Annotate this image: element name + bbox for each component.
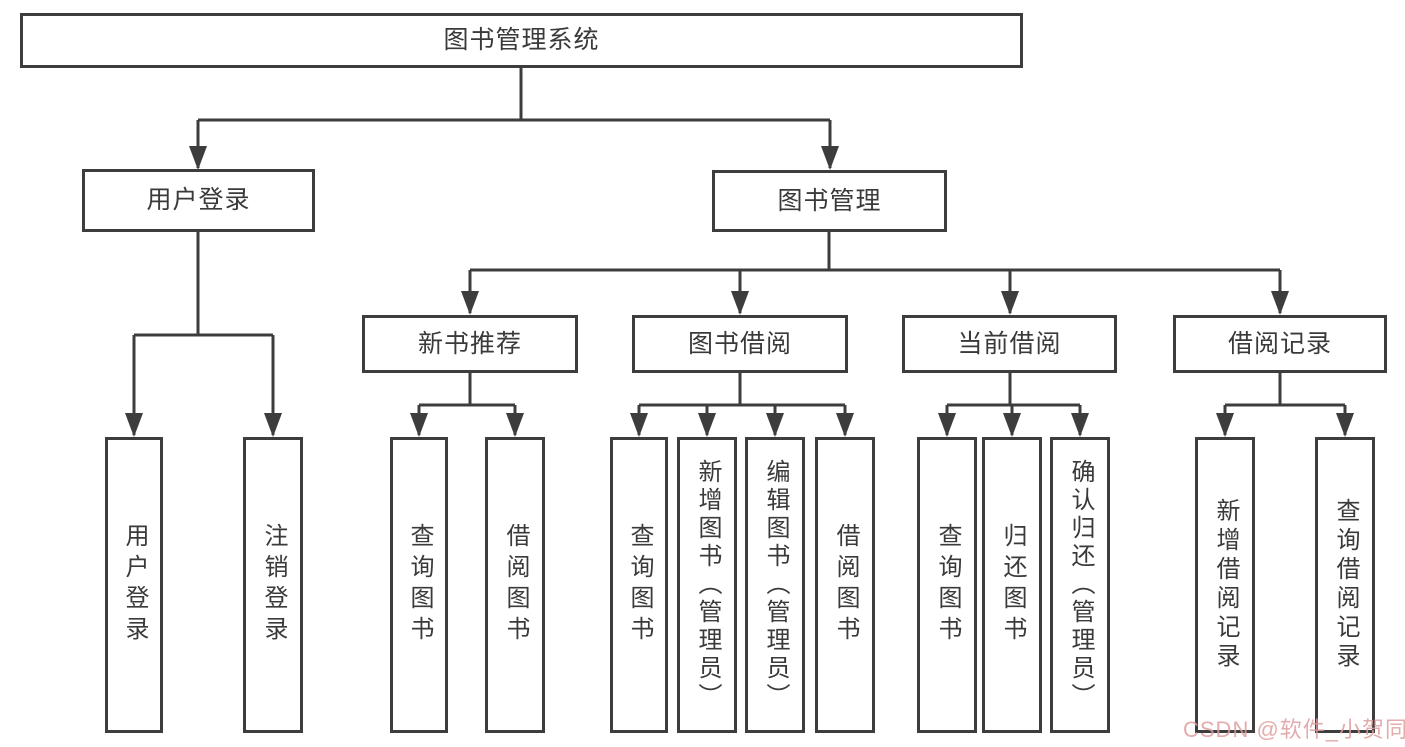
leaf-logout: 注销登录 bbox=[243, 437, 303, 733]
arrow-down-icon bbox=[1336, 413, 1354, 437]
arrow-down-icon bbox=[630, 413, 648, 437]
arrow-down-icon bbox=[125, 413, 143, 437]
leaf-add-book-admin: 新增图书（管理员） bbox=[677, 437, 737, 733]
arrow-down-icon bbox=[836, 413, 854, 437]
node-current-borrow: 当前借阅 bbox=[902, 315, 1117, 373]
leaf-borrow-books-2: 借阅图书 bbox=[815, 437, 875, 733]
leaf-edit-book-admin: 编辑图书（管理员） bbox=[745, 437, 805, 733]
watermark-text: CSDN @软件_小贺同学 bbox=[1183, 717, 1405, 742]
node-user-login: 用户登录 bbox=[82, 169, 315, 232]
arrow-down-icon bbox=[264, 413, 282, 437]
arrow-down-icon bbox=[821, 146, 839, 170]
node-borrow-records: 借阅记录 bbox=[1173, 315, 1387, 373]
node-root: 图书管理系统 bbox=[20, 13, 1023, 68]
arrow-down-icon bbox=[698, 413, 716, 437]
leaf-borrow-books-1: 借阅图书 bbox=[485, 437, 545, 733]
leaf-confirm-return-admin: 确认归还（管理员） bbox=[1050, 437, 1110, 733]
leaf-return-books: 归还图书 bbox=[982, 437, 1042, 733]
arrow-down-icon bbox=[766, 413, 784, 437]
leaf-query-books-1: 查询图书 bbox=[390, 437, 448, 733]
arrow-down-icon bbox=[731, 291, 749, 315]
arrow-down-icon bbox=[410, 413, 428, 437]
leaf-query-borrow-record: 查询借阅记录 bbox=[1315, 437, 1375, 733]
arrow-down-icon bbox=[1271, 291, 1289, 315]
arrow-down-icon bbox=[1071, 413, 1089, 437]
arrow-down-icon bbox=[189, 146, 207, 170]
leaf-query-books-3: 查询图书 bbox=[917, 437, 977, 733]
leaf-query-books-2: 查询图书 bbox=[610, 437, 668, 733]
node-new-book-recommend: 新书推荐 bbox=[362, 315, 578, 373]
arrow-down-icon bbox=[1001, 291, 1019, 315]
arrow-down-icon bbox=[1216, 413, 1234, 437]
arrow-down-icon bbox=[506, 413, 524, 437]
node-book-management: 图书管理 bbox=[712, 170, 947, 232]
arrow-down-icon bbox=[461, 291, 479, 315]
leaf-user-login: 用户登录 bbox=[105, 437, 163, 733]
node-book-borrow: 图书借阅 bbox=[632, 315, 848, 373]
arrow-down-icon bbox=[938, 413, 956, 437]
leaf-add-borrow-record: 新增借阅记录 bbox=[1195, 437, 1255, 733]
arrow-down-icon bbox=[1003, 413, 1021, 437]
